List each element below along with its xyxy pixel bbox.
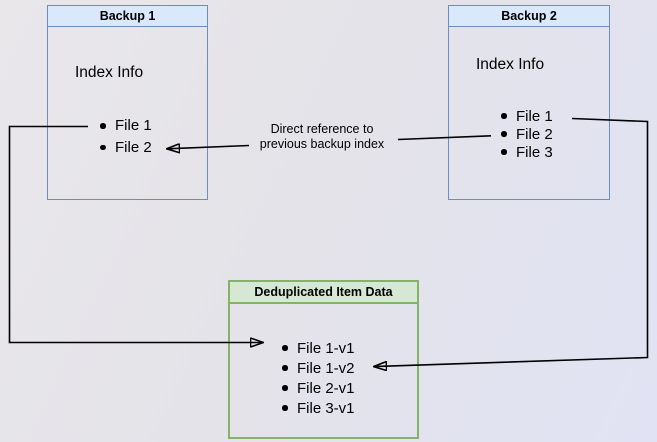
list-item: File 3-v1 [230, 398, 417, 418]
list-item: File 1 [449, 107, 609, 125]
backup2-box: Backup 2 Index Info File 1 File 2 File 3 [448, 5, 610, 200]
list-item: File 1-v1 [230, 338, 417, 358]
backup1-file-list: File 1 File 2 [48, 115, 207, 158]
backup2-file-list: File 1 File 2 File 3 [449, 107, 609, 161]
edge-label-line1: Direct reference to [270, 122, 374, 136]
edge-label-line2: previous backup index [259, 136, 385, 151]
backup1-index-info-label: Index Info [75, 64, 144, 81]
list-item: File 1-v2 [230, 358, 417, 378]
list-item: File 2 [449, 125, 609, 143]
backup2-index-info-label: Index Info [476, 56, 545, 73]
backup1-box: Backup 1 Index Info File 1 File 2 [47, 5, 208, 200]
list-item: File 1 [48, 115, 207, 137]
backup2-header: Backup 2 [449, 6, 609, 27]
list-item: File 2 [48, 137, 207, 159]
backup1-header: Backup 1 [48, 6, 207, 27]
deduplicated-item-data-box: Deduplicated Item Data File 1-v1 File 1-… [228, 280, 419, 439]
list-item: File 2-v1 [230, 378, 417, 398]
direct-reference-edge-label: Direct reference to previous backup inde… [230, 122, 414, 151]
list-item: File 3 [449, 143, 609, 161]
deduplicated-item-data-header: Deduplicated Item Data [230, 282, 417, 304]
dedup-file-list: File 1-v1 File 1-v2 File 2-v1 File 3-v1 [230, 338, 417, 418]
